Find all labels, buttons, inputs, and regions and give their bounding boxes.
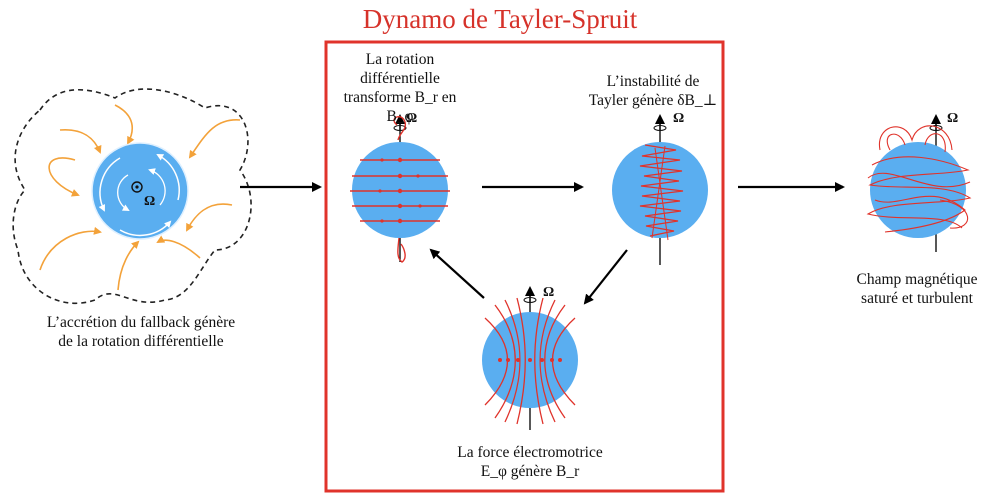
accretion-caption-line: de la rotation différentielle — [58, 333, 224, 350]
saturated-sphere-group — [866, 114, 972, 252]
poloidal-seed-loop — [393, 116, 407, 141]
accretion-arrow — [114, 104, 135, 145]
turbulent-line — [866, 156, 972, 229]
emf-caption: La force électromotrice E_φ génère B_r — [430, 443, 630, 481]
accretion-cloud-outline — [12, 88, 252, 305]
rotation-caption: La rotation différentielle transforme B_… — [335, 50, 465, 126]
accretion-arrow — [117, 240, 140, 291]
poloidal-seed-loop — [397, 237, 406, 263]
poloidal-line — [544, 304, 566, 419]
poloidal-line — [504, 299, 521, 423]
rotation-arrow — [117, 174, 130, 211]
instability-caption: L’instabilité de Tayler génère δB_⊥ — [586, 72, 720, 110]
instability-caption-line: L’instabilité de — [606, 73, 700, 90]
accretion-arrow — [156, 235, 201, 259]
field-direction-dots — [378, 157, 422, 224]
axis-rotation-marker — [393, 125, 407, 131]
rotation-arrow — [156, 154, 180, 201]
axis-rotation-marker — [523, 297, 537, 303]
tayler-perturbed-field — [651, 145, 669, 241]
turbulent-loop — [879, 125, 953, 151]
rotation-arrow — [148, 168, 166, 206]
out-of-page-dot — [135, 185, 139, 189]
accretion-caption: L’accrétion du fallback génère de la rot… — [0, 313, 282, 351]
axis-rotation-marker — [653, 125, 667, 131]
poloidal-line — [494, 304, 516, 419]
flow-arrow-emf-to-rotation — [429, 248, 485, 299]
tayler-perturbed-field — [639, 144, 684, 237]
diagram-title: Dynamo de Tayler-Spruit — [362, 4, 638, 34]
omega-label-instability: Ω — [673, 111, 684, 126]
emf-caption-line: La force électromotrice — [457, 444, 603, 461]
field-direction-dots — [498, 358, 562, 362]
accretion-arrow — [186, 203, 233, 232]
accretion-arrow — [48, 157, 80, 197]
saturated-sphere — [870, 142, 966, 238]
poloidal-line — [534, 297, 544, 425]
accretion-panel — [12, 88, 252, 305]
axis-rotation-marker — [929, 125, 943, 131]
tayler-spruit-frame — [324, 40, 725, 493]
saturated-caption-line: saturé et turbulent — [861, 290, 973, 307]
rotation-arrow — [98, 157, 121, 212]
accretion-arrow — [39, 226, 102, 271]
turbulent-loop — [939, 199, 969, 229]
rotation-caption-line: différentielle — [360, 70, 440, 87]
omega-label-emf: Ω — [543, 285, 554, 300]
instability-sphere — [612, 142, 708, 238]
omega-label-saturated: Ω — [947, 111, 958, 126]
omega-label-accretion: Ω — [144, 194, 155, 209]
poloidal-line — [516, 297, 526, 425]
accretion-arrow — [59, 129, 102, 154]
instability-sphere-group — [612, 114, 708, 265]
accretion-arrow — [188, 119, 241, 159]
rotation-sphere-group — [350, 114, 450, 263]
rotation-caption-line: La rotation — [365, 51, 435, 68]
instability-caption-line: Tayler génère δB_⊥ — [588, 92, 718, 109]
poloidal-line — [539, 299, 556, 423]
out-of-page-symbol — [131, 181, 143, 193]
rotation-arrow — [119, 220, 172, 237]
turbulent-loop — [886, 133, 946, 153]
saturated-caption-line: Champ magnétique — [856, 271, 978, 288]
rotation-caption-line: transforme B_r en B_φ — [343, 89, 457, 125]
turbulent-field-lines — [866, 125, 972, 233]
emf-caption-line: E_φ génère B_r — [480, 463, 580, 480]
flow-arrow-instability-to-emf — [583, 249, 628, 305]
turbulent-line — [867, 172, 971, 188]
turbulent-line — [874, 195, 966, 233]
saturated-caption: Champ magnétique saturé et turbulent — [842, 270, 992, 308]
emf-sphere-group — [482, 286, 578, 430]
omega-label-rotation: Ω — [406, 111, 417, 126]
accretion-caption-line: L’accrétion du fallback génère — [46, 314, 236, 331]
